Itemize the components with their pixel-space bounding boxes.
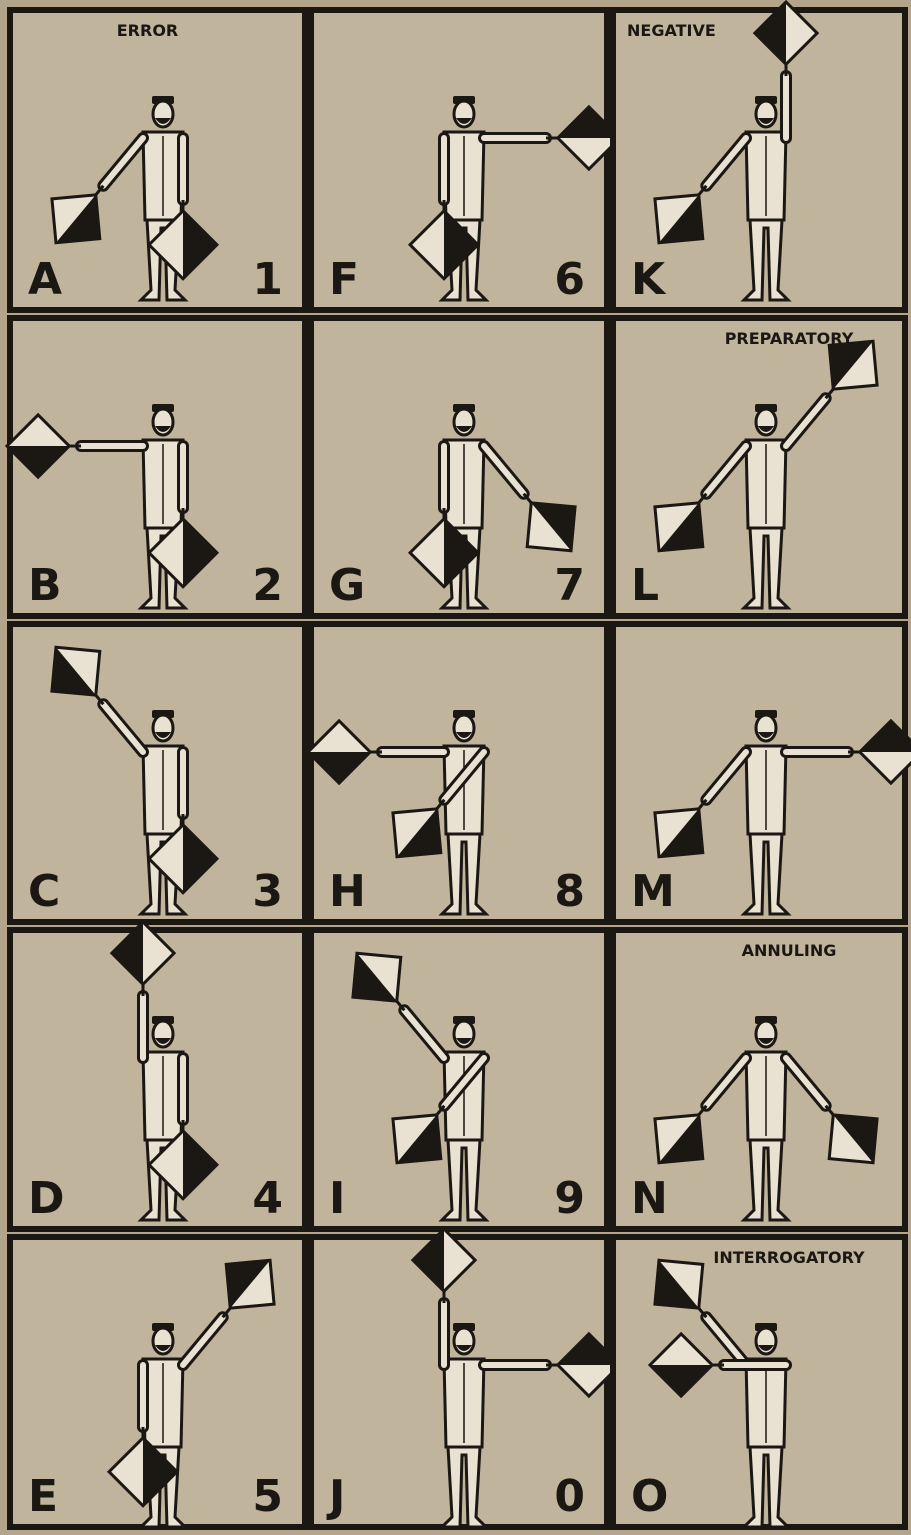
signal-panel-n: N ANNULING xyxy=(613,930,905,1229)
semaphore-flag xyxy=(393,809,441,857)
letter-label: M xyxy=(631,866,675,917)
letter-label: B xyxy=(28,560,62,611)
signal-panel-k: K NEGATIVE xyxy=(613,2,905,310)
semaphore-flag xyxy=(655,503,703,551)
letter-label: G xyxy=(329,560,365,611)
semaphore-flag xyxy=(353,953,401,1001)
letter-label: C xyxy=(28,866,60,917)
signal-caption: NEGATIVE xyxy=(627,21,716,40)
number-label: 3 xyxy=(252,866,283,917)
signal-caption: INTERROGATORY xyxy=(713,1248,865,1267)
number-label: 1 xyxy=(252,254,283,305)
semaphore-flag xyxy=(52,195,100,243)
number-label: 0 xyxy=(554,1471,585,1522)
signal-panel-a: A 1 ERROR xyxy=(10,10,305,310)
letter-label: E xyxy=(28,1471,58,1522)
semaphore-flag xyxy=(52,647,100,695)
letter-label: N xyxy=(631,1173,668,1224)
signal-caption: ERROR xyxy=(117,21,179,40)
letter-label: O xyxy=(631,1471,668,1522)
number-label: 4 xyxy=(252,1173,283,1224)
signal-caption: ANNULING xyxy=(742,941,837,960)
signal-panel-l: L PREPARATORY xyxy=(613,318,905,616)
letter-label: A xyxy=(28,254,62,305)
semaphore-flag xyxy=(829,341,877,389)
semaphore-flag xyxy=(655,1260,703,1308)
semaphore-flag xyxy=(393,1115,441,1163)
letter-label: J xyxy=(326,1471,345,1522)
letter-label: L xyxy=(631,560,659,611)
letter-label: D xyxy=(28,1173,65,1224)
number-label: 2 xyxy=(252,560,283,611)
signal-panel-o: O INTERROGATORY xyxy=(613,1237,905,1527)
letter-label: F xyxy=(329,254,359,305)
number-label: 9 xyxy=(554,1173,585,1224)
semaphore-flag xyxy=(655,1115,703,1163)
signal-panel-m: M xyxy=(613,624,911,922)
semaphore-flag xyxy=(655,809,703,857)
semaphore-flag xyxy=(527,503,575,551)
semaphore-flag xyxy=(226,1260,274,1308)
number-label: 6 xyxy=(554,254,585,305)
semaphore-flag xyxy=(655,195,703,243)
number-label: 7 xyxy=(554,560,585,611)
letter-label: K xyxy=(631,254,667,305)
semaphore-flag xyxy=(829,1115,877,1163)
letter-label: H xyxy=(329,866,366,917)
letter-label: I xyxy=(329,1173,345,1224)
signal-caption: PREPARATORY xyxy=(725,329,854,348)
number-label: 8 xyxy=(554,866,585,917)
number-label: 5 xyxy=(252,1471,283,1522)
